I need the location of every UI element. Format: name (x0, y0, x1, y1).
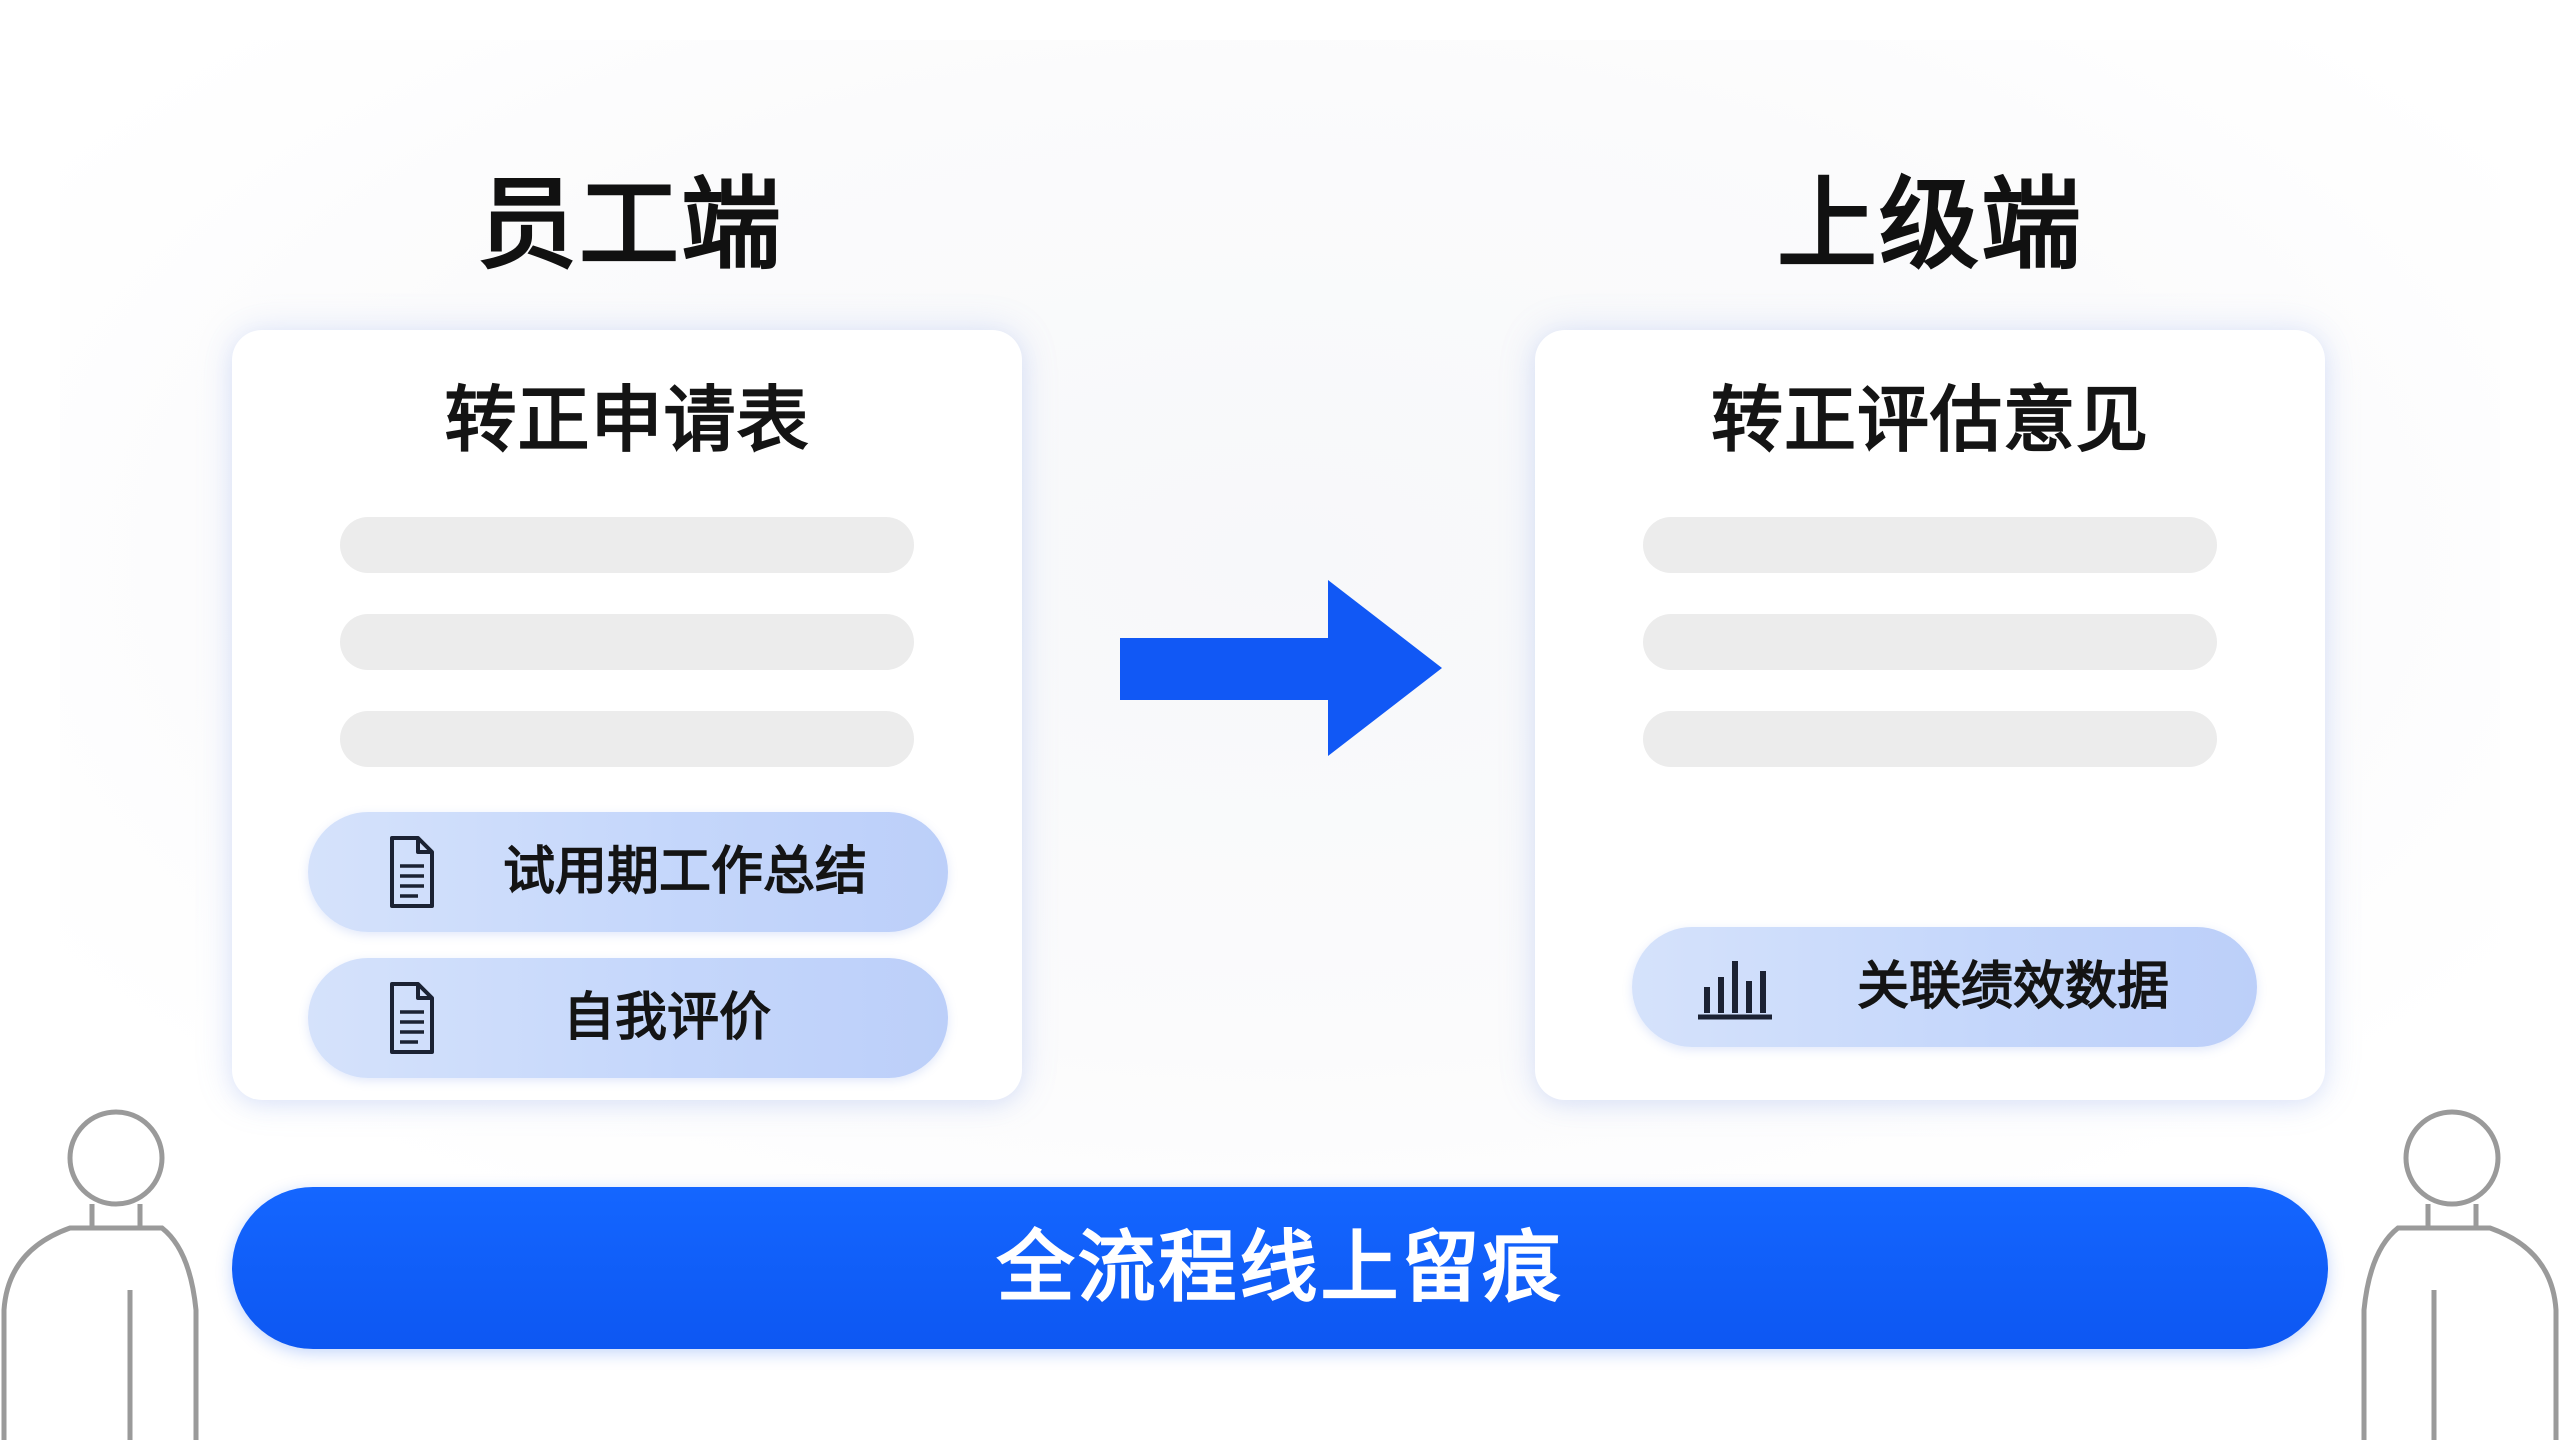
bar-chart-icon (1698, 961, 1772, 1020)
evaluation-opinion-title: 转正评估意见 (1710, 378, 2149, 462)
application-form-title: 转正申请表 (444, 378, 810, 462)
person-icon (2361, 1109, 2559, 1440)
document-icon (390, 836, 434, 908)
document-icon (390, 982, 434, 1054)
probation-summary-pill[interactable]: 试用期工作总结 (308, 812, 948, 932)
placeholder-line (1643, 711, 2217, 767)
placeholder-line (1643, 517, 2217, 573)
performance-data-label: 关联绩效数据 (1857, 957, 2170, 1017)
placeholder-line (1643, 614, 2217, 670)
person-icon (1, 1109, 199, 1440)
evaluation-opinion-card: 转正评估意见 关联绩效数据 (1535, 330, 2325, 1100)
application-form-card: 转正申请表 试用期工作总结 自我评价 (232, 330, 1022, 1100)
performance-data-pill[interactable]: 关联绩效数据 (1632, 927, 2257, 1047)
placeholder-line (340, 517, 914, 573)
self-evaluation-pill[interactable]: 自我评价 (308, 958, 948, 1078)
online-trace-banner: 全流程线上留痕 (232, 1187, 2328, 1349)
manager-side-title: 上级端 (1777, 166, 2083, 283)
self-evaluation-label: 自我评价 (563, 988, 772, 1048)
placeholder-line (340, 614, 914, 670)
probation-summary-label: 试用期工作总结 (503, 842, 868, 902)
flow-arrow-icon (1120, 580, 1442, 756)
online-trace-banner-text: 全流程线上留痕 (996, 1223, 1564, 1313)
placeholder-line (340, 711, 914, 767)
employee-side-title: 员工端 (477, 166, 783, 283)
